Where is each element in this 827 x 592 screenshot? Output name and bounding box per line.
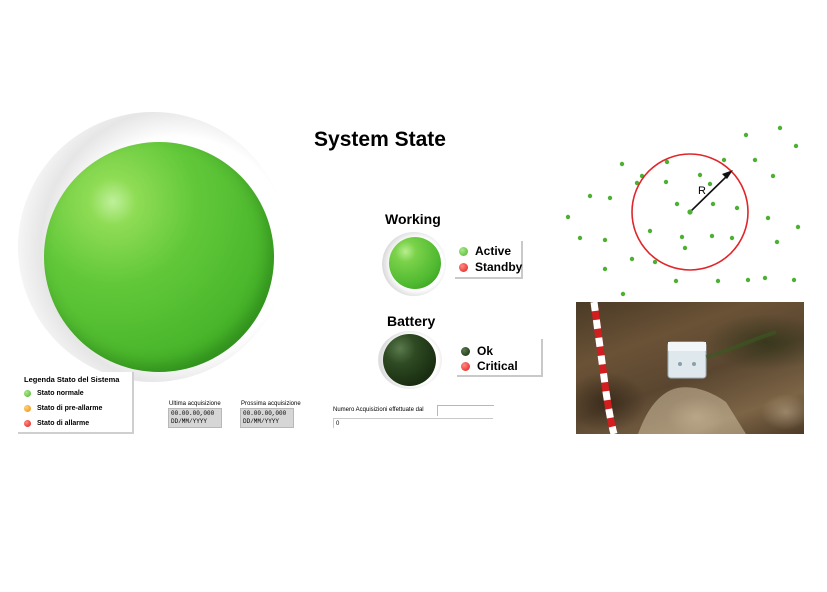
legend-label: Critical [477, 359, 518, 373]
legend-item-standby: Standby [459, 260, 522, 274]
sensor-point [743, 132, 749, 138]
next-acquisition-display: 00.00.00,000 DD/MM/YYYY [240, 408, 294, 428]
legend-item-normal: Stato normale [24, 390, 84, 397]
orange-dot-icon [24, 405, 31, 412]
working-label: Working [385, 211, 441, 227]
sensor-point [647, 228, 653, 234]
sensor-point [715, 278, 721, 284]
red-dot-icon [461, 361, 470, 371]
sensor-point [770, 173, 776, 179]
sensor-point [709, 233, 715, 239]
legend-label: Stato di pre-allarme [37, 405, 103, 412]
sensor-point [652, 259, 658, 265]
next-acquisition-date: DD/MM/YYYY [243, 418, 280, 425]
sensor-point [721, 157, 727, 163]
legend-item-critical: Critical [461, 359, 518, 373]
sensor-point [577, 235, 583, 241]
working-indicator [389, 237, 441, 289]
acquisition-count-label: Numero Acquisizioni effettuate dal [333, 407, 424, 413]
legend-item-alarm: Stato di allarme [24, 420, 89, 427]
system-state-legend: Legenda Stato del Sistema Stato normale … [18, 372, 134, 434]
sensor-point [795, 224, 801, 230]
red-dot-icon [24, 420, 31, 427]
sensor-point [664, 159, 670, 165]
sensor-point [745, 277, 751, 283]
sensor-point [602, 266, 608, 272]
battery-indicator [383, 334, 436, 386]
radius-circle [631, 153, 749, 271]
last-acquisition-display: 00.00.00,000 DD/MM/YYYY [168, 408, 222, 428]
last-acquisition-label: Ultima acquisizione [169, 401, 221, 407]
acquisition-start-field [437, 405, 494, 416]
sensor-point [682, 245, 688, 251]
page-title: System State [314, 128, 446, 151]
red-dot-icon [459, 262, 468, 272]
legend-item-ok: Ok [461, 344, 493, 358]
green-dot-icon [24, 390, 31, 397]
sensor-point [673, 278, 679, 284]
sensor-point [729, 235, 735, 241]
system-state-indicator [44, 142, 274, 372]
site-photo-illustration [590, 302, 777, 434]
arrow-head-icon [722, 170, 733, 179]
next-acquisition-time: 00.00.00,000 [243, 410, 287, 417]
sensor-point [774, 239, 780, 245]
battery-legend: Ok Critical [457, 339, 543, 377]
sensor-point [679, 234, 685, 240]
next-acquisition-label: Prossima acquisizione [241, 401, 301, 407]
sensor-point [663, 179, 669, 185]
green-dot-icon [459, 246, 468, 256]
sensor-point [777, 125, 783, 131]
sensor-point [697, 172, 703, 178]
legend-title: Legenda Stato del Sistema [24, 375, 120, 384]
sensor-point [734, 205, 740, 211]
legend-label: Stato di allarme [37, 420, 90, 427]
sensor-point [629, 256, 635, 262]
legend-label: Ok [477, 344, 494, 358]
legend-item-active: Active [459, 244, 511, 258]
radius-arrow [689, 174, 729, 213]
sensor-point [619, 161, 625, 167]
sensor-point [762, 275, 768, 281]
legend-label: Stato normale [37, 390, 84, 397]
sensor-point [674, 201, 680, 207]
center-point [687, 209, 693, 215]
legend-item-prealarm: Stato di pre-allarme [24, 405, 102, 412]
battery-label: Battery [387, 313, 436, 329]
sensor-point [707, 181, 713, 187]
sensor-point [634, 180, 640, 186]
last-acquisition-date: DD/MM/YYYY [171, 418, 208, 425]
dark-green-dot-icon [461, 346, 470, 356]
sensor-point [602, 237, 608, 243]
sensor-points [565, 125, 801, 297]
sensor-point [710, 201, 716, 207]
sensor-point [752, 157, 758, 163]
working-legend: Active Standby [455, 241, 523, 279]
sensor-point [791, 277, 797, 283]
sensor-point [620, 291, 626, 297]
sensor-point [765, 215, 771, 221]
radius-label: R [698, 185, 706, 197]
acquisition-count-value: 0 [333, 418, 493, 428]
site-photo [576, 302, 804, 434]
sensor-radius-diagram: R [565, 125, 801, 297]
sensor-point [565, 214, 571, 220]
last-acquisition-time: 00.00.00,000 [171, 410, 215, 417]
sensor-point [587, 193, 593, 199]
legend-label: Active [475, 244, 512, 258]
sensor-point [607, 195, 613, 201]
sensor-point [793, 143, 799, 149]
legend-label: Standby [475, 260, 523, 274]
